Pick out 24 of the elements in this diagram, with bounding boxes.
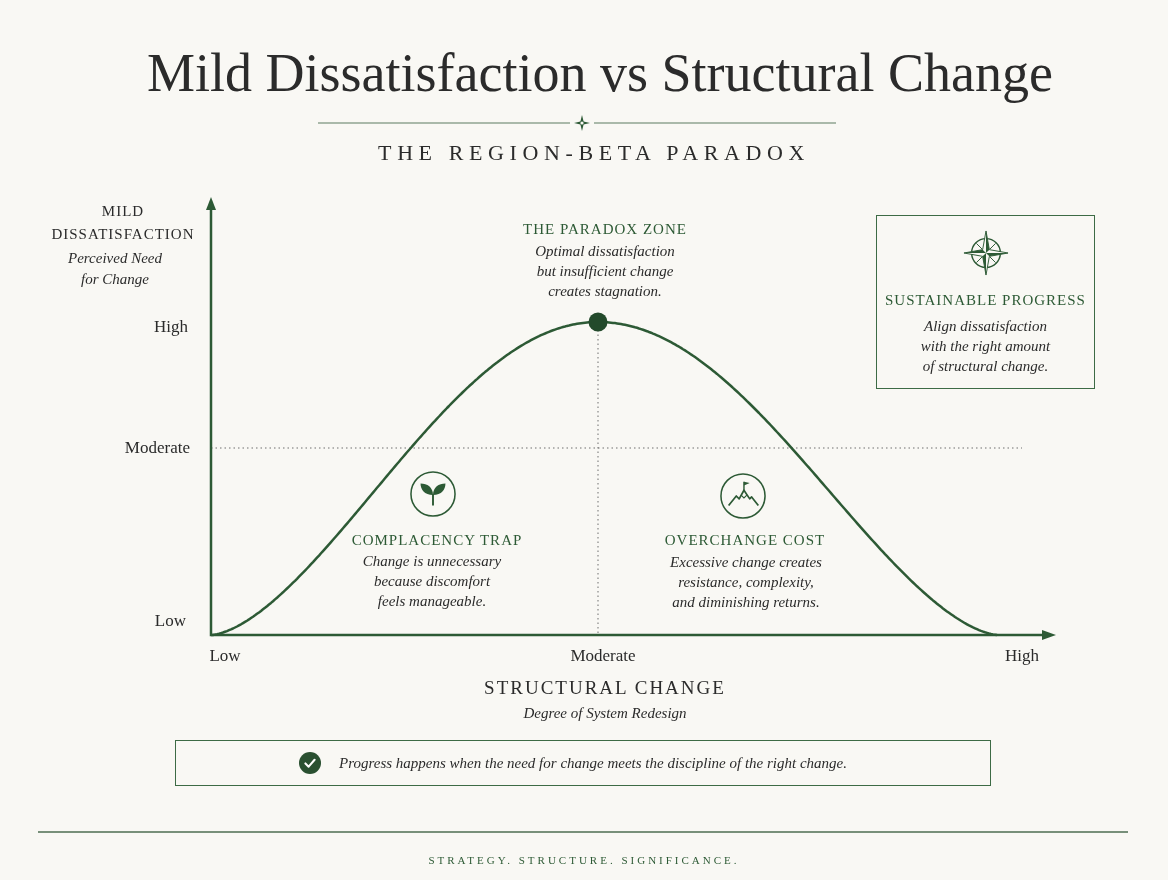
tick-label: High bbox=[153, 317, 188, 337]
annotation-heading: OVERCHANGE COST bbox=[664, 531, 826, 550]
summary-banner bbox=[175, 740, 991, 786]
axis-subtitle: Perceived Need for Change bbox=[67, 249, 163, 289]
tick-label: Low bbox=[153, 611, 186, 631]
tagline: STRATEGY. STRUCTURE. SIGNIFICANCE. bbox=[427, 853, 741, 867]
annotation-text: Align dissatisfaction with the right amount of structural change. bbox=[920, 317, 1051, 376]
annotation-heading: SUSTAINABLE PROGRESS bbox=[884, 291, 1087, 310]
info-panel bbox=[876, 215, 1095, 389]
note-text: Progress happens when the need for change meets the discipline of the right change. bbox=[338, 754, 848, 773]
axis-title: STRUCTURAL CHANGE bbox=[483, 676, 727, 700]
annotation-heading: COMPLACENCY TRAP bbox=[351, 531, 523, 550]
tick-label: High bbox=[1004, 646, 1040, 666]
tick-label: Moderate bbox=[569, 646, 637, 666]
tick-label: Moderate bbox=[123, 438, 190, 458]
axis-subtitle: Degree of System Redesign bbox=[522, 704, 688, 723]
annotation-text: Optimal dissatisfaction but insufficient change creates stagnation. bbox=[534, 242, 676, 301]
subtitle: THE REGION-BETA PARADOX bbox=[377, 140, 811, 166]
annotation-text: Change is unnecessary because discomfort feels manageable. bbox=[362, 552, 502, 611]
annotation-text: Excessive change creates resistance, complexity, and diminishing returns. bbox=[669, 553, 823, 612]
annotation-heading: THE PARADOX ZONE bbox=[522, 220, 688, 239]
axis-title: MILD DISSATISFACTION bbox=[50, 202, 196, 244]
title: Mild Dissatisfaction vs Structural Change bbox=[146, 42, 1054, 104]
tick-label: Low bbox=[208, 646, 242, 666]
